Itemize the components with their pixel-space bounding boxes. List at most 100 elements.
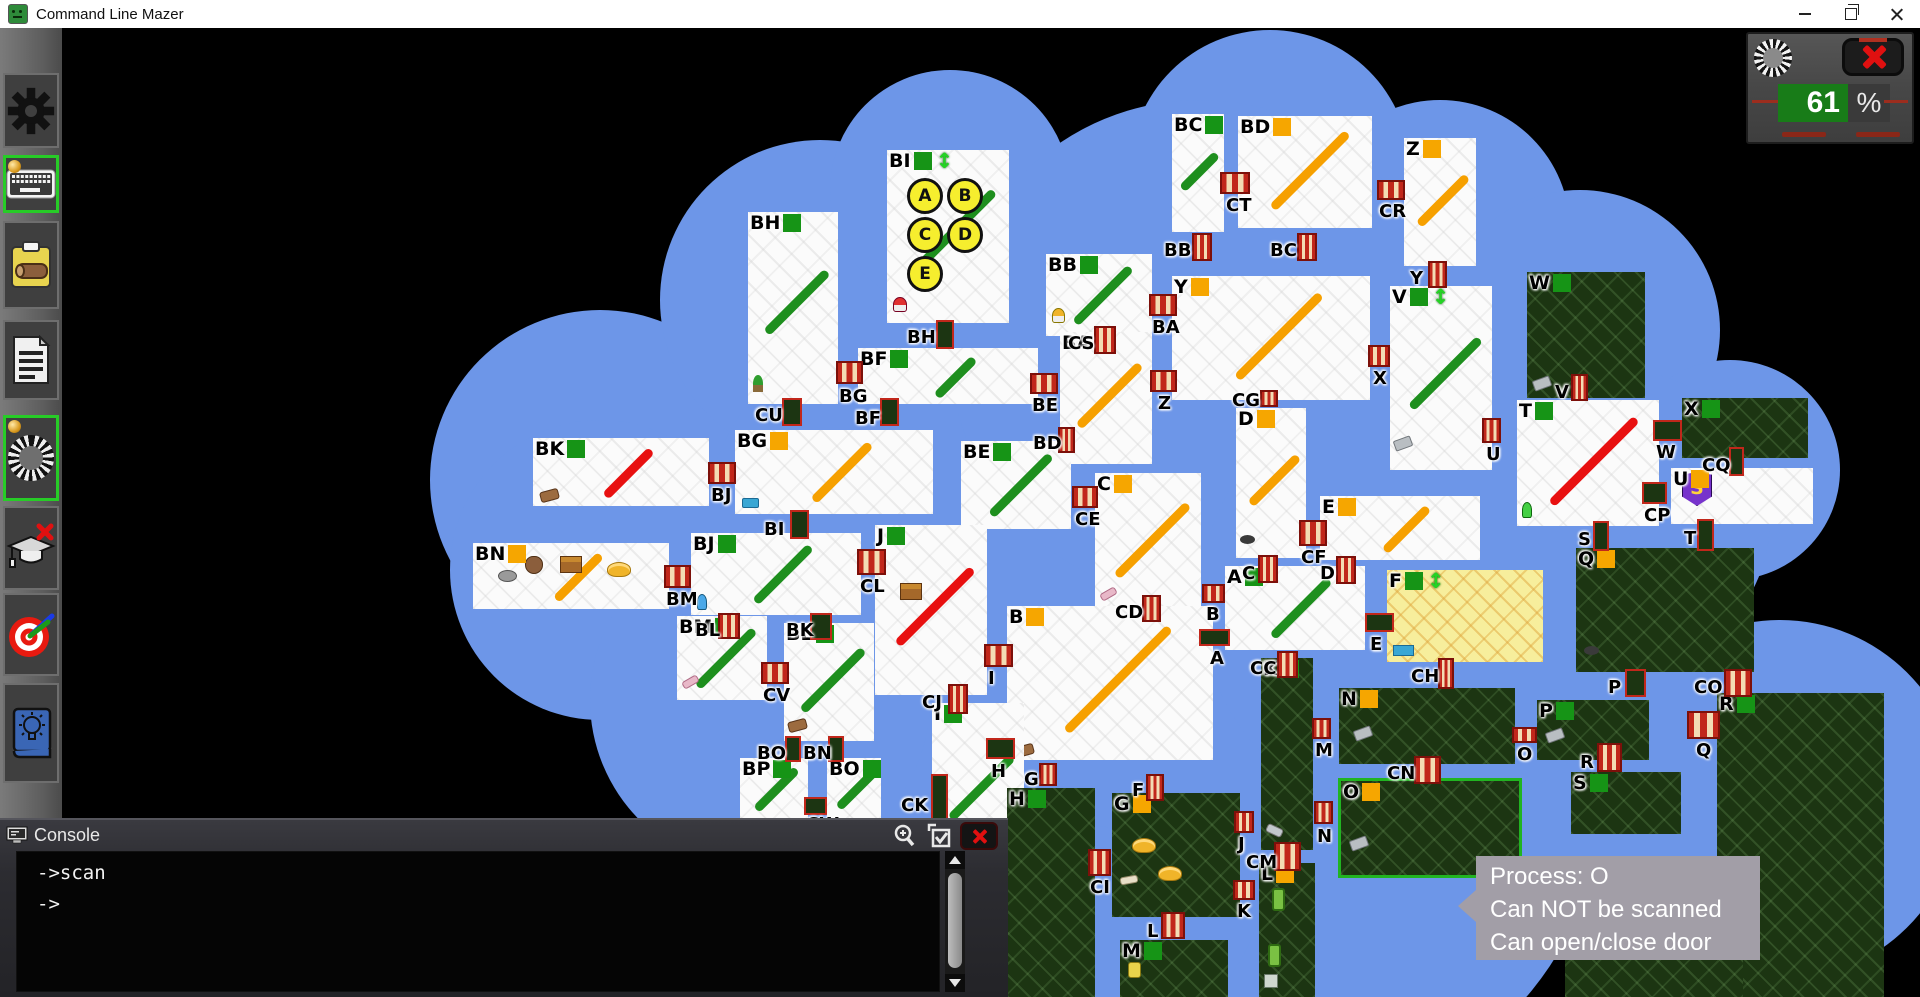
door-BK[interactable] — [810, 613, 832, 640]
door-CL[interactable] — [857, 549, 886, 575]
room-M[interactable]: M — [1120, 940, 1228, 997]
toolbar-button-goals[interactable] — [3, 593, 59, 676]
room-BK[interactable]: BK — [533, 438, 709, 506]
door-Q[interactable] — [1687, 711, 1720, 739]
door-BJ[interactable] — [708, 462, 736, 484]
node-circle-C[interactable]: C — [907, 217, 943, 253]
room-BA[interactable]: BA — [1060, 332, 1152, 464]
door-CR[interactable] — [1377, 180, 1405, 200]
toolbar-button-notes[interactable] — [3, 320, 59, 400]
room-C[interactable]: C — [1095, 473, 1201, 612]
cancel-scan-button[interactable] — [1842, 38, 1904, 76]
room-X[interactable]: X — [1682, 398, 1808, 458]
door-C[interactable] — [1258, 555, 1278, 583]
toolbar-button-processes[interactable] — [3, 415, 59, 501]
door-T[interactable] — [1697, 519, 1714, 551]
door-Y[interactable] — [1428, 261, 1447, 288]
room-L[interactable]: L — [1259, 863, 1315, 997]
door-BA[interactable] — [1149, 294, 1177, 316]
door-CV[interactable] — [761, 662, 789, 684]
door-BD[interactable] — [1058, 427, 1075, 453]
room-Z[interactable]: Z — [1404, 138, 1476, 266]
scroll-up-icon[interactable] — [945, 851, 965, 869]
zoom-icon[interactable] — [892, 823, 918, 849]
door-CE[interactable] — [1072, 486, 1098, 508]
room-F[interactable]: F↕ — [1387, 570, 1543, 662]
close-button[interactable] — [1874, 0, 1920, 28]
restore-button[interactable] — [1828, 0, 1874, 28]
room-BN[interactable]: BN — [473, 543, 669, 609]
console-header[interactable]: Console — [0, 820, 1008, 850]
room-BF[interactable]: BF — [858, 348, 1038, 404]
room-T[interactable]: T — [1517, 400, 1659, 526]
console-close-button[interactable] — [960, 822, 998, 850]
door-R[interactable] — [1597, 743, 1622, 772]
room-V[interactable]: V↕ — [1390, 286, 1492, 470]
door-V[interactable] — [1571, 374, 1588, 401]
door-BO[interactable] — [785, 736, 801, 762]
door-P[interactable] — [1625, 669, 1646, 697]
room-Q[interactable]: Q — [1576, 548, 1754, 672]
door-BG[interactable] — [836, 361, 863, 384]
node-circle-A[interactable]: A — [907, 178, 943, 214]
door-D[interactable] — [1336, 556, 1356, 584]
door-X[interactable] — [1368, 345, 1390, 367]
door-N[interactable] — [1314, 801, 1333, 824]
door-CT[interactable] — [1220, 172, 1250, 194]
room-K[interactable]: K — [1261, 658, 1313, 850]
door-S[interactable] — [1593, 521, 1609, 551]
node-circle-E[interactable]: E — [907, 256, 943, 292]
toolbar-button-command-input[interactable] — [3, 155, 59, 213]
room-BD[interactable]: BD — [1238, 116, 1372, 228]
room-Y[interactable]: Y — [1172, 276, 1370, 400]
door-CJ[interactable] — [948, 684, 968, 714]
room-BP[interactable]: BP — [740, 758, 808, 818]
door-BM[interactable] — [664, 565, 691, 588]
door-CH[interactable] — [1438, 658, 1454, 689]
door-CW[interactable] — [804, 797, 827, 815]
door-CP[interactable] — [1642, 482, 1667, 504]
node-circle-D[interactable]: D — [947, 217, 983, 253]
door-B[interactable] — [1202, 584, 1225, 603]
room-G[interactable]: G — [1112, 793, 1240, 917]
door-BL[interactable] — [718, 613, 740, 639]
room-E[interactable]: E — [1320, 496, 1480, 560]
minimize-button[interactable] — [1782, 0, 1828, 28]
node-circle-B[interactable]: B — [947, 178, 983, 214]
door-CM[interactable] — [1274, 842, 1301, 871]
door-BN[interactable] — [828, 736, 844, 762]
door-BB[interactable] — [1192, 233, 1212, 261]
room-BE[interactable]: BE — [961, 441, 1071, 529]
door-H[interactable] — [986, 738, 1015, 759]
room-N[interactable]: N — [1339, 688, 1515, 764]
door-BH[interactable] — [936, 320, 954, 349]
door-CD[interactable] — [1142, 595, 1161, 622]
console-output[interactable]: ->scan -> — [16, 851, 940, 992]
room-BG[interactable]: BG — [735, 430, 933, 514]
room-H[interactable]: H — [1007, 788, 1095, 997]
door-CU[interactable] — [782, 398, 802, 426]
door-E[interactable] — [1365, 613, 1394, 632]
door-BF[interactable] — [880, 398, 899, 426]
room-B[interactable]: B — [1007, 606, 1213, 760]
door-CC[interactable] — [1277, 651, 1298, 678]
door-CF[interactable] — [1299, 520, 1327, 546]
door-CN[interactable] — [1414, 756, 1441, 784]
scroll-down-icon[interactable] — [945, 974, 965, 992]
room-J[interactable]: J — [875, 525, 987, 695]
room-O[interactable]: O — [1338, 778, 1522, 878]
door-CK[interactable] — [931, 774, 948, 820]
door-J[interactable] — [1234, 811, 1254, 833]
door-K[interactable] — [1233, 880, 1255, 900]
room-D[interactable]: D — [1236, 408, 1306, 558]
room-BC[interactable]: BC — [1172, 114, 1224, 232]
door-M[interactable] — [1312, 718, 1331, 739]
door-O[interactable] — [1512, 727, 1537, 743]
room-BJ[interactable]: BJ — [691, 533, 861, 615]
toolbar-button-hints-book[interactable] — [3, 683, 59, 783]
room-BB[interactable]: BB — [1046, 254, 1152, 336]
toolbar-button-settings[interactable] — [3, 73, 59, 148]
door-BC[interactable] — [1297, 233, 1317, 261]
